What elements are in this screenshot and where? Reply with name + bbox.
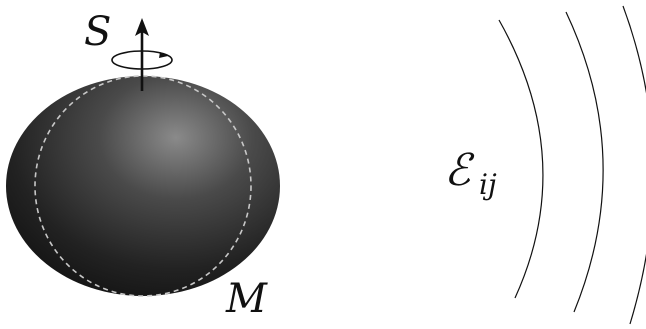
tidal-field-symbol: ℰ xyxy=(444,145,475,196)
spin-indicator xyxy=(111,18,173,91)
up-arrow-icon xyxy=(135,18,149,36)
body-ellipsoid xyxy=(6,76,280,296)
tidal-wavefronts xyxy=(498,5,646,325)
tidal-field-label: ℰ ij xyxy=(444,145,497,201)
wavefront-arc-1 xyxy=(498,19,544,299)
rotation-loop-front xyxy=(111,59,173,70)
mass-label: M xyxy=(225,276,268,322)
spin-label: S xyxy=(84,9,111,55)
rotation-loop-icon xyxy=(159,52,168,58)
deformed-body xyxy=(6,75,280,297)
tidal-field-indices: ij xyxy=(479,168,497,201)
wavefront-arc-3 xyxy=(622,5,646,325)
wavefront-arc-2 xyxy=(565,11,604,313)
